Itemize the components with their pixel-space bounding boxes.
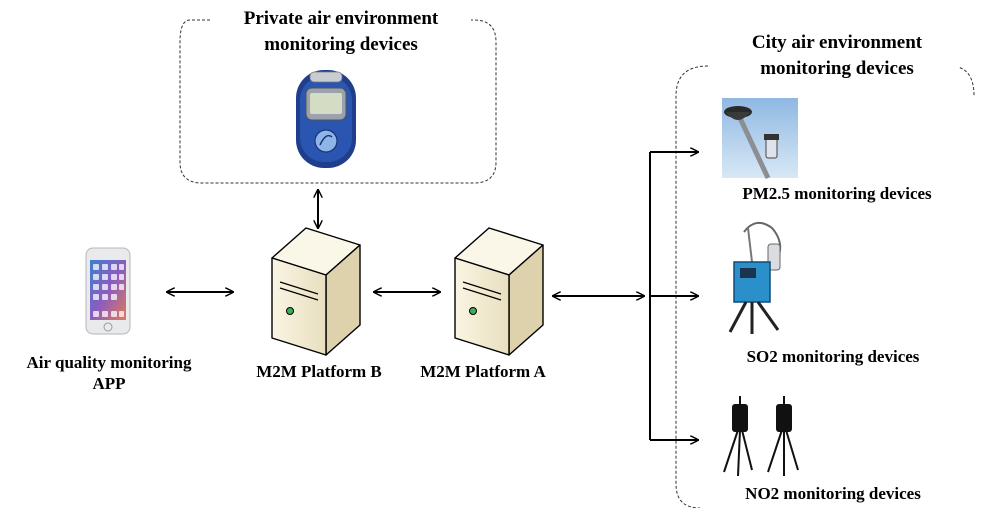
city-devices-title: City air environment monitoring devices [716, 30, 958, 82]
app-label: Air quality monitoring APP [0, 352, 218, 394]
private-devices-title: Private air environment monitoring devic… [211, 6, 471, 58]
smartphone-app-icon [85, 247, 131, 335]
private-devices-container [179, 19, 497, 184]
server-a-icon [454, 227, 544, 356]
so2-device-label: SO2 monitoring devices [746, 347, 920, 366]
platform-b-label: M2M Platform B [256, 362, 382, 381]
private-title-line1: Private air environment [243, 8, 439, 29]
app-label-line2: APP [92, 374, 126, 393]
no2-device-photo [723, 396, 799, 477]
so2-device-photo [728, 221, 782, 334]
private-title-line2: monitoring devices [264, 34, 418, 55]
platform-a-label: M2M Platform A [420, 362, 546, 381]
server-b-icon [271, 227, 361, 356]
app-label-line1: Air quality monitoring [26, 353, 192, 372]
gas-detector-device [296, 70, 356, 168]
city-title-line2: monitoring devices [760, 58, 914, 79]
pm25-device-photo [722, 98, 798, 180]
no2-device-label: NO2 monitoring devices [745, 484, 921, 503]
pm25-device-label: PM2.5 monitoring devices [742, 184, 932, 203]
city-devices-container [675, 65, 975, 508]
city-title-line1: City air environment [751, 32, 923, 53]
